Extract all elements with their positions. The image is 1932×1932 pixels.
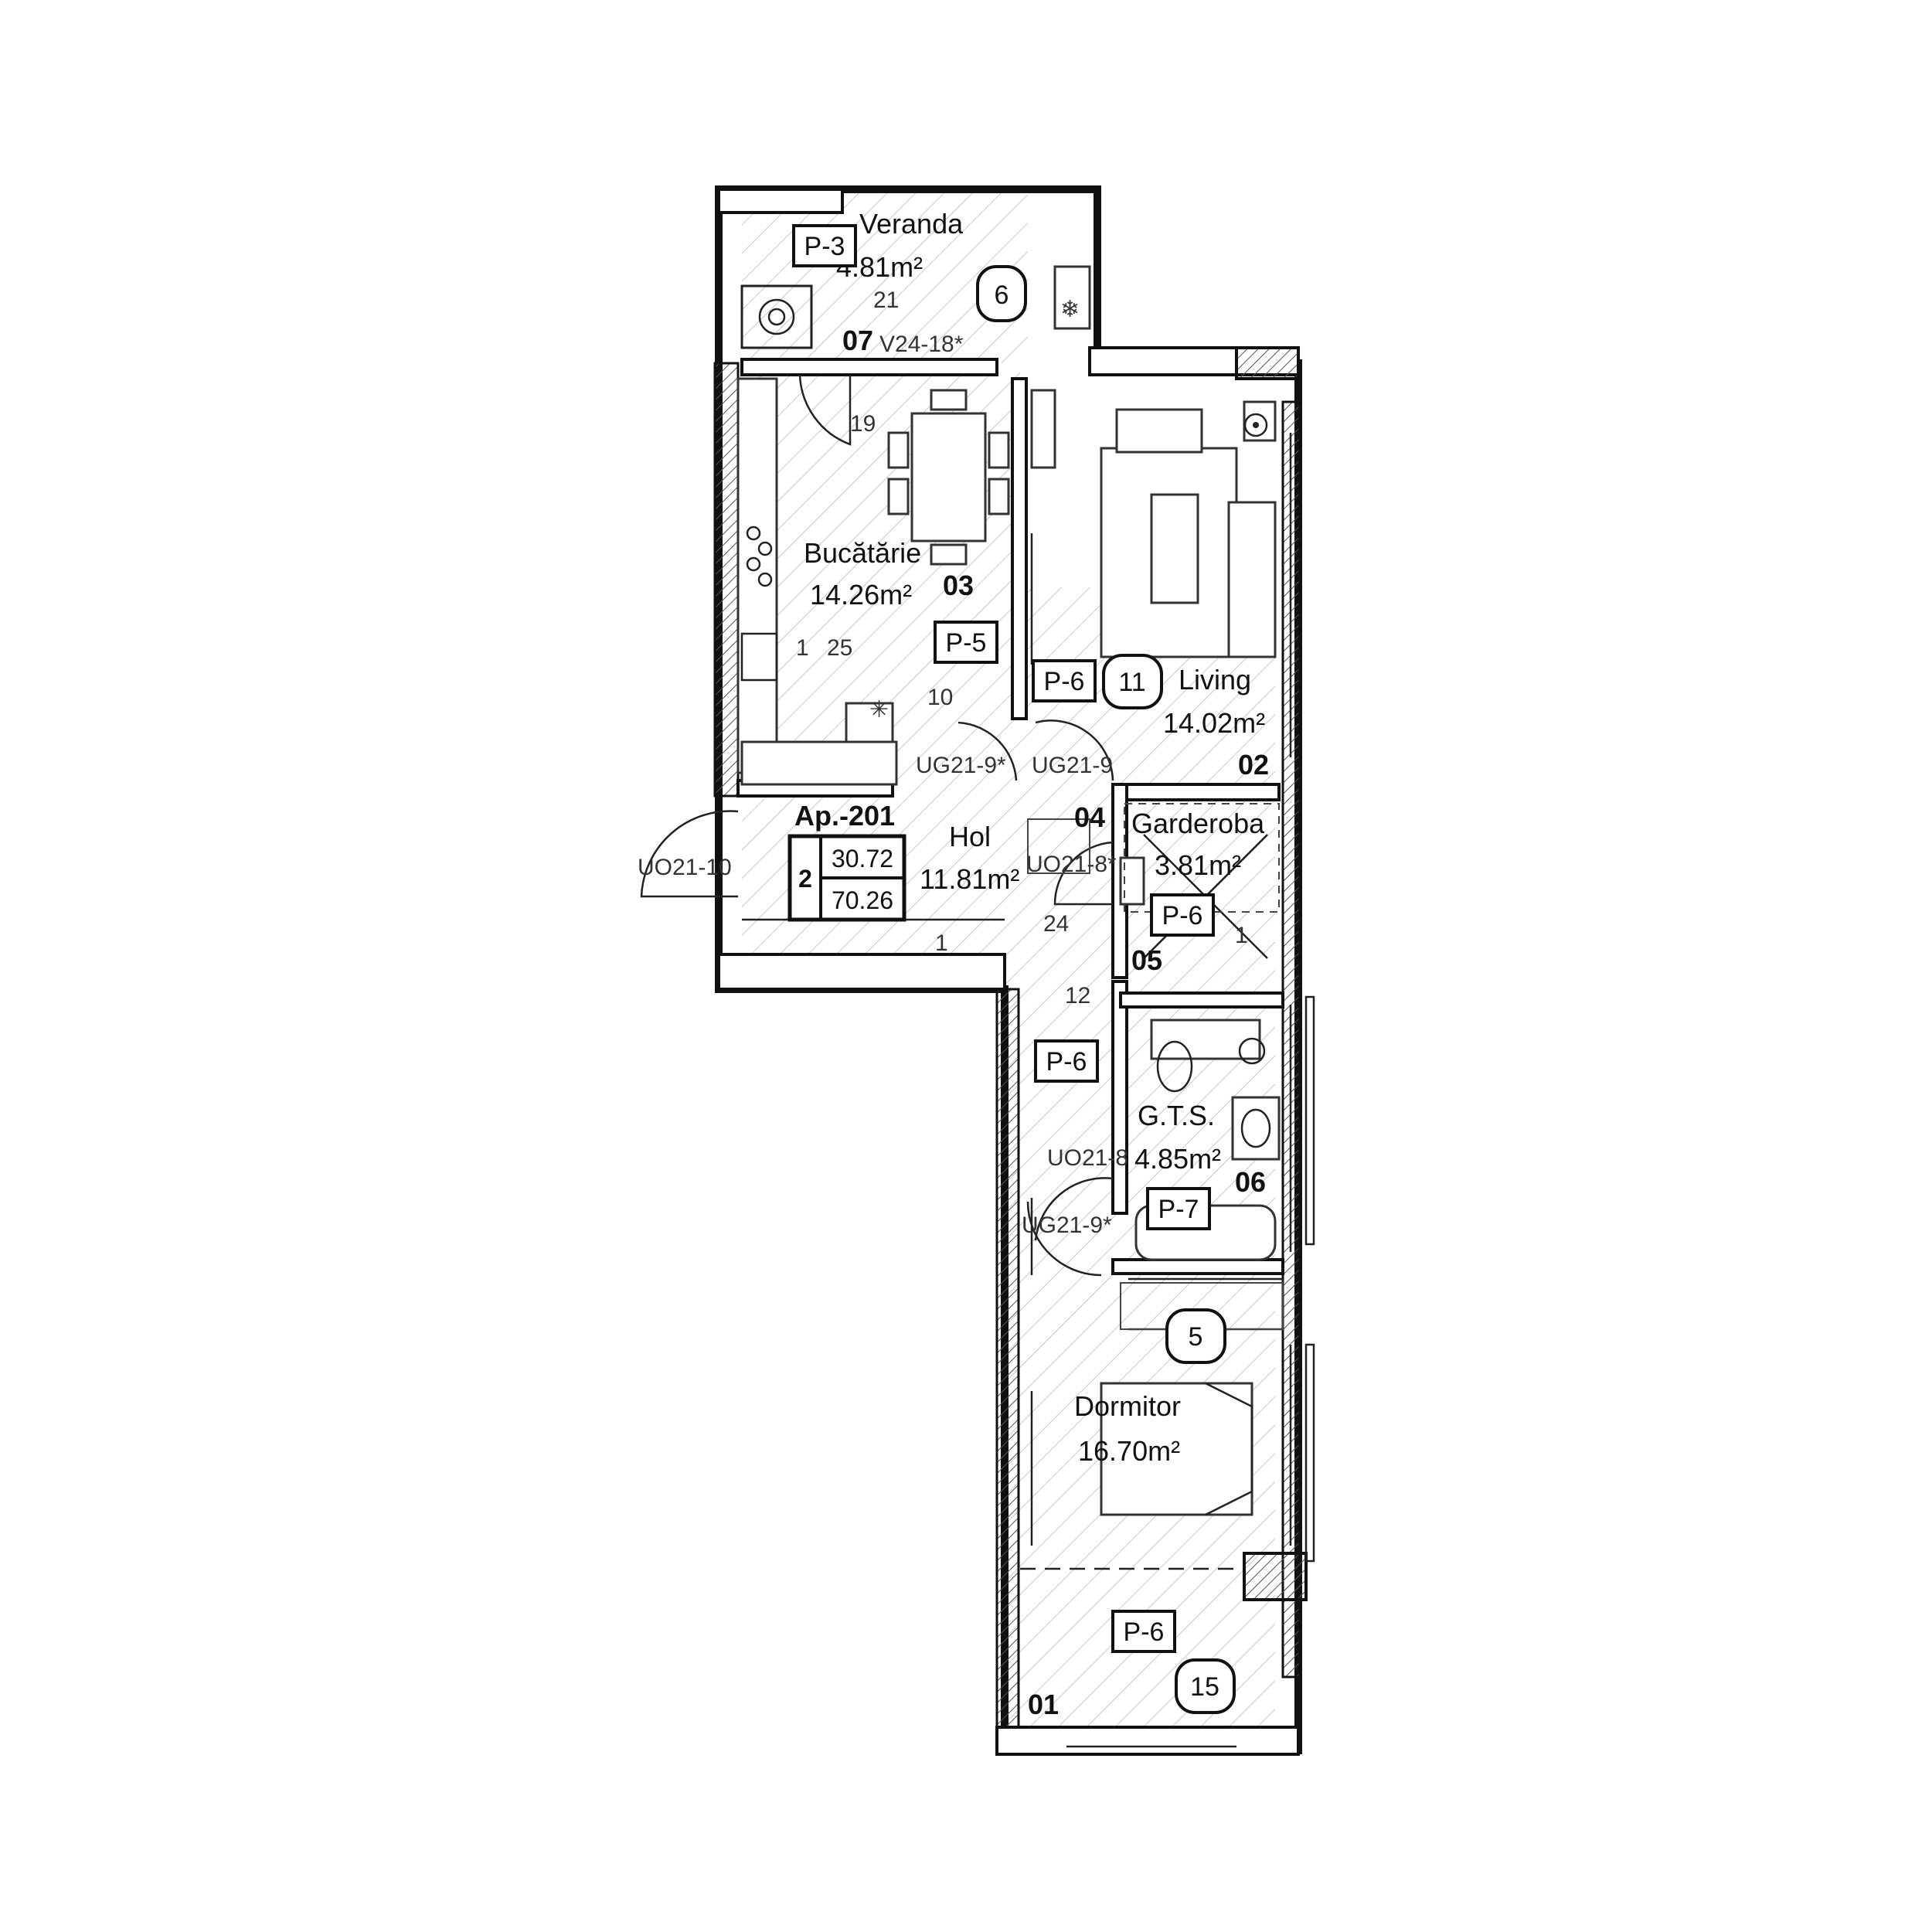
apartment-value-top: 30.72: [832, 845, 893, 872]
bedroom-name: Dormitor: [1074, 1390, 1181, 1422]
marker-1-wardrobe: 1: [1235, 923, 1248, 948]
floor-tag-bathroom: P-7: [1158, 1195, 1199, 1224]
kitchen-name: Bucătărie: [804, 537, 921, 569]
interior-walls: [736, 358, 1284, 1570]
apartment-title: Ap.-201: [794, 800, 895, 832]
living-name: Living: [1179, 664, 1251, 696]
door-code-wardrobe: UO21-8*: [1026, 852, 1117, 877]
circle-tag-bedroom-top: 5: [1189, 1322, 1203, 1352]
bathroom-area: 4.85m²: [1134, 1143, 1221, 1175]
hall-number: 04: [1074, 801, 1105, 833]
wardrobe-name: Garderoba: [1131, 808, 1265, 839]
wardrobe-number: 05: [1131, 944, 1162, 976]
washbasin-icon: [1231, 1096, 1281, 1161]
markers: 21 19 1 25 10 24 1 12 1: [796, 287, 1248, 1009]
marker-1-hall: 1: [935, 930, 948, 956]
boiler-icon: [758, 298, 795, 335]
floor-tag-kitchen: P-5: [946, 628, 987, 658]
circle-tag-living: 11: [1118, 668, 1145, 697]
windows: [1030, 433, 1315, 1748]
toilet-icon: [1156, 1040, 1193, 1093]
door-codes: UO21-10 UG21-9* UG21-9 UO21-8* UO21-8 UG…: [638, 332, 1128, 1238]
door-code-bedroom: UG21-9*: [1022, 1213, 1112, 1238]
bedroom-number: 01: [1028, 1689, 1059, 1720]
marker-10: 10: [927, 685, 953, 710]
doors: [640, 374, 1114, 1277]
sink-icon: [740, 632, 778, 682]
floor-tag-hall: P-6: [1046, 1047, 1087, 1077]
floor-tag-veranda: P-3: [804, 232, 845, 261]
room-labels: Veranda 4.81m² 07 Bucătărie 14.26m² 03 L…: [804, 208, 1269, 1720]
dining-table: [910, 412, 987, 543]
veranda-name: Veranda: [859, 208, 964, 240]
marker-24: 24: [1043, 911, 1069, 937]
circle-tag-veranda: 6: [995, 281, 1009, 310]
marker-12: 12: [1065, 983, 1090, 1009]
hall-name: Hol: [949, 821, 991, 852]
circle-tags: 6 11 5 15: [976, 265, 1236, 1714]
appliances: ✳ ❄: [740, 265, 1268, 1065]
floor-tags: P-3 P-5 P-6 P-6 P-6 P-7 P-6: [792, 224, 1215, 1653]
snowflake-icon: ❄: [1060, 297, 1080, 322]
floor-tag-bedroom: P-6: [1124, 1617, 1165, 1647]
living-area: 14.02m²: [1163, 707, 1265, 739]
door-code-bathroom: UO21-8: [1047, 1145, 1128, 1171]
kitchen-area: 14.26m²: [810, 579, 912, 611]
wardrobe-area: 3.81m²: [1155, 849, 1241, 881]
living-number: 02: [1238, 749, 1269, 781]
marker-19: 19: [850, 411, 876, 437]
marker-21: 21: [873, 287, 899, 313]
kitchen-number: 03: [943, 570, 974, 601]
marker-25: 25: [827, 635, 852, 661]
circle-tag-bedroom-bottom: 15: [1190, 1672, 1219, 1702]
stove-icon: [746, 526, 761, 541]
apartment-info: Ap.-201 2 30.72 70.26: [787, 800, 906, 922]
marker-1-kitchen: 1: [796, 635, 809, 661]
door-code-living: UG21-9: [1032, 753, 1113, 778]
veranda-number: 07: [842, 325, 873, 356]
sofa-icon: [1100, 447, 1238, 658]
bathroom-name: G.T.S.: [1138, 1100, 1215, 1131]
apartment-rooms: 2: [798, 865, 812, 893]
bed-icon: [1100, 1382, 1253, 1516]
bathroom-number: 06: [1235, 1166, 1266, 1198]
floor-tag-living: P-6: [1044, 667, 1085, 696]
bedroom-area: 16.70m²: [1078, 1435, 1180, 1467]
apartment-value-bottom: 70.26: [832, 886, 893, 914]
door-code-entrance: UO21-10: [638, 855, 732, 880]
fan-icon: ✳: [869, 697, 889, 723]
hall-area: 11.81m²: [920, 863, 1019, 895]
door-code-kitchen: UG21-9*: [916, 753, 1006, 778]
floor-tag-wardrobe: P-6: [1162, 901, 1203, 930]
window-code-veranda: V24-18*: [879, 332, 964, 357]
